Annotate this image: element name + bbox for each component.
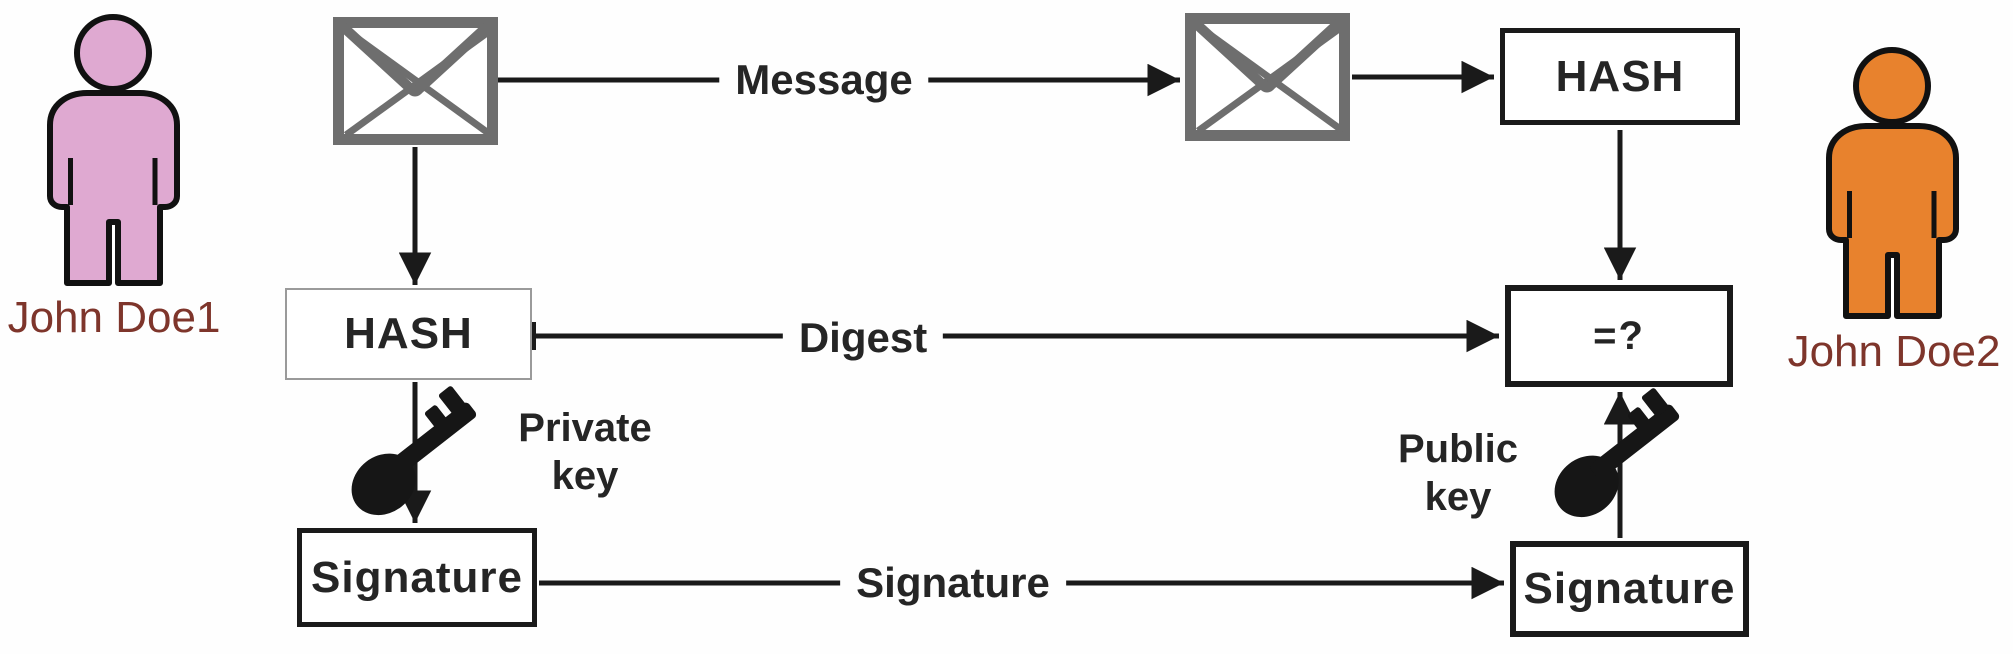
hash-box-receiver-label: HASH	[1555, 51, 1685, 101]
person-icon	[47, 14, 180, 286]
hash-box-sender-label: HASH	[344, 309, 473, 358]
sender-name: John Doe1	[7, 293, 221, 342]
key-icon	[351, 386, 477, 516]
compare-box: =?	[1505, 285, 1733, 387]
signature-box-receiver-label: Signature	[1523, 564, 1736, 613]
person-icon	[1826, 47, 1959, 319]
receiver-name: John Doe2	[1787, 327, 2001, 376]
message-flow-label: Message	[719, 56, 929, 104]
digest-flow-label: Digest	[782, 314, 944, 362]
public-key-label: Public key	[1397, 427, 1519, 519]
signature-flow-label: Signature	[840, 559, 1066, 607]
hash-box-receiver: HASH	[1500, 28, 1740, 125]
envelope-icon	[333, 17, 498, 145]
envelope-icon	[1185, 13, 1350, 141]
signature-box-sender-label: Signature	[311, 552, 523, 602]
compare-box-label: =?	[1593, 313, 1645, 358]
hash-box-sender: HASH	[285, 288, 532, 380]
signature-box-sender: Signature	[297, 528, 537, 627]
signature-box-receiver: Signature	[1510, 541, 1749, 637]
private-key-label: Private key	[518, 406, 652, 498]
key-icon	[1554, 388, 1680, 518]
